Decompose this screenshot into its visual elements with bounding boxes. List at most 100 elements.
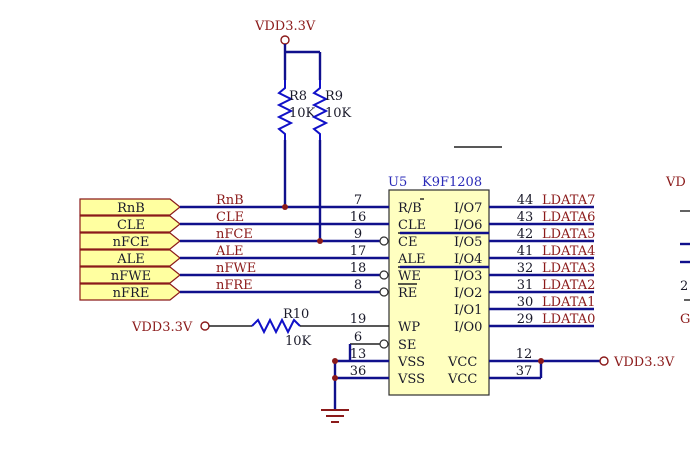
net-label-ldata1: LDATA1: [542, 295, 595, 310]
net-label-rnb: RnB: [216, 193, 244, 208]
io-pin-name-io1: I/O1: [454, 303, 482, 318]
port-rnb: RnB: [79, 198, 181, 216]
net-label-ldata3: LDATA3: [542, 261, 595, 276]
ground-net: [321, 339, 389, 423]
pin-number-13: 13: [350, 347, 367, 362]
port-label: ALE: [116, 252, 145, 267]
ic-u5: U5 K9F1208: [388, 175, 490, 396]
pin-name-se: SE: [398, 338, 416, 353]
left-net-group: RnB CLE nFCE ALE nFWE nFRE: [180, 193, 389, 297]
pin-number-16: 16: [350, 210, 367, 225]
power-label-right: VDD3.3V: [613, 355, 675, 370]
io-pin-number-32: 32: [517, 261, 534, 276]
pin-name-wp: WP: [398, 320, 420, 335]
port-label: nFRE: [113, 286, 150, 301]
r8-value: 10K: [289, 106, 316, 121]
left-pin-group: 7R/B16CLE9CE17ALE18WE8RE19WP6SE13VSS36VS…: [350, 193, 426, 387]
pin-number-36: 36: [350, 364, 367, 379]
pin-name-vss: VSS: [397, 372, 425, 387]
edge-label-mid: 2: [680, 279, 688, 294]
io-pin-number-42: 42: [517, 227, 534, 242]
io-pin-number-29: 29: [517, 312, 534, 327]
junction-rnb: [282, 204, 288, 210]
pin-number-7: 7: [354, 193, 362, 208]
net-label-nfre: nFRE: [216, 278, 253, 293]
pin-name-we: WE: [398, 269, 421, 284]
port-nfwe: nFWE: [79, 266, 181, 284]
pin-name-ce: CE: [398, 235, 417, 250]
pin-number-17: 17: [350, 244, 367, 259]
io-pin-name-io5: I/O5: [454, 235, 482, 250]
io-pin-number-41: 41: [517, 244, 534, 259]
left-port-group: RnB CLE nFCE ALE nFWE nFRE: [79, 198, 181, 301]
io-pin-number-44: 44: [517, 193, 534, 208]
adjacent-part-fragment: VD 2 G: [665, 175, 690, 327]
port-cle: CLE: [79, 215, 181, 233]
ic-ref: U5: [388, 175, 407, 190]
ic-body: [388, 189, 490, 396]
pin-number-6: 6: [354, 330, 362, 345]
pin-number-19: 19: [350, 312, 367, 327]
resistor-r8: R8 10K: [276, 80, 316, 140]
pin-number-9: 9: [354, 227, 362, 242]
vcc-pin-name: VCC: [447, 355, 477, 370]
r8-ref: R8: [289, 89, 307, 104]
top-power-net: VDD3.3V: [254, 19, 322, 80]
edge-label-top: VD: [665, 175, 686, 190]
io-pin-number-43: 43: [517, 210, 534, 225]
port-label: nFCE: [113, 235, 150, 250]
io-pin-number-31: 31: [517, 278, 534, 293]
r9-ref: R9: [325, 89, 343, 104]
power-label-top: VDD3.3V: [254, 19, 316, 34]
vcc-pin-number-37: 37: [516, 364, 533, 379]
net-label-ldata5: LDATA5: [542, 227, 595, 242]
power-port-circle-right: [599, 356, 609, 366]
io-pin-name-io0: I/O0: [454, 320, 482, 335]
edge-label-bottom: G: [680, 312, 690, 327]
r10-value: 10K: [285, 334, 312, 349]
power-port-circle-left: [200, 321, 210, 331]
pin-name-vss: VSS: [397, 355, 425, 370]
net-label-nfwe: nFWE: [216, 261, 256, 276]
vcc-pin-name: VCC: [447, 372, 477, 387]
port-label: RnB: [117, 201, 145, 216]
port-nfre: nFRE: [79, 283, 181, 301]
pin-name-cle: CLE: [398, 218, 426, 233]
net-label-ldata2: LDATA2: [542, 278, 595, 293]
net-label-nfce: nFCE: [216, 227, 253, 242]
junction-nfce: [317, 238, 323, 244]
io-pin-name-io7: I/O7: [454, 201, 482, 216]
pin-number-8: 8: [354, 278, 362, 293]
pin-name-rb: R/B: [398, 201, 422, 216]
r9-value: 10K: [325, 106, 352, 121]
port-label: CLE: [117, 218, 145, 233]
net-label-ldata0: LDATA0: [542, 312, 595, 327]
io-pin-name-io4: I/O4: [454, 252, 482, 267]
net-label-ale: ALE: [215, 244, 244, 259]
net-label-cle: CLE: [216, 210, 244, 225]
ic-part: K9F1208: [422, 175, 482, 190]
io-pin-number-30: 30: [517, 295, 534, 310]
port-label: nFWE: [111, 269, 151, 284]
net-label-ldata4: LDATA4: [542, 244, 595, 259]
vcc-net: VDD3.3V: [489, 355, 675, 380]
net-label-ldata7: LDATA7: [542, 193, 595, 208]
net-label-ldata6: LDATA6: [542, 210, 595, 225]
wp-pullup: VDD3.3V R10 10K: [131, 307, 389, 349]
r10-ref: R10: [283, 307, 309, 322]
power-port-circle-top: [280, 35, 290, 45]
io-pin-name-io3: I/O3: [454, 269, 482, 284]
io-pin-name-io6: I/O6: [454, 218, 482, 233]
resistor-r9: R9 10K: [311, 80, 352, 140]
port-ale: ALE: [79, 249, 181, 267]
port-nfce: nFCE: [79, 232, 181, 250]
power-label-left: VDD3.3V: [131, 320, 193, 335]
vcc-pin-number-12: 12: [516, 347, 533, 362]
pin-name-ale: ALE: [397, 252, 426, 267]
pin-number-18: 18: [350, 261, 367, 276]
io-pin-name-io2: I/O2: [454, 286, 482, 301]
pin-name-re: RE: [398, 286, 417, 301]
